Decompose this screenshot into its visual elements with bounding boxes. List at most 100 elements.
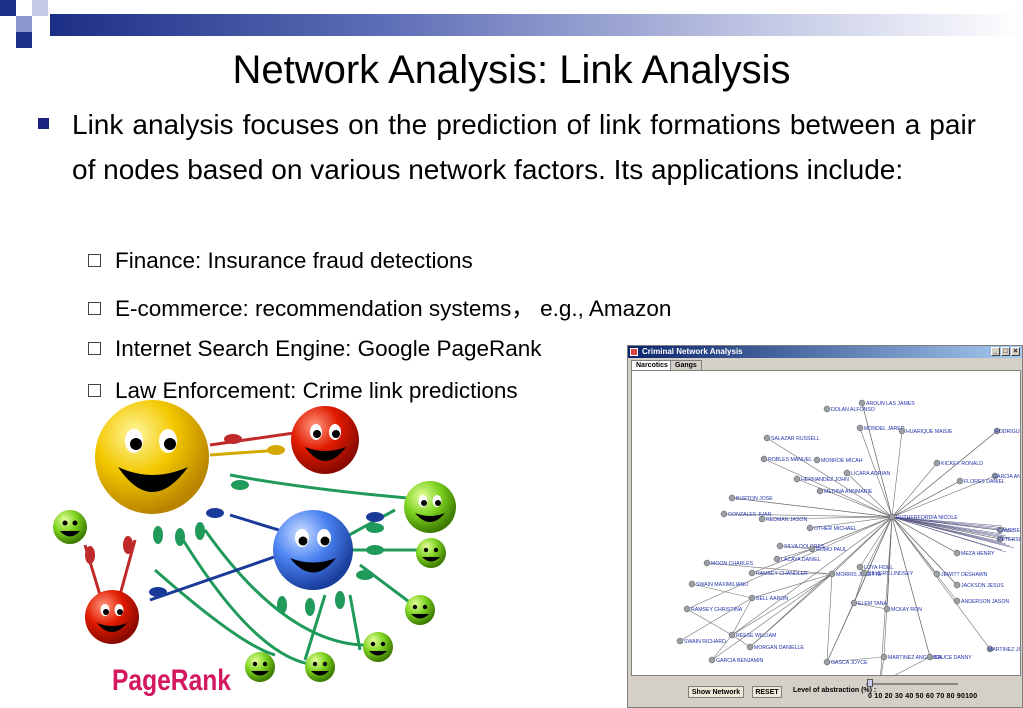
network-node-dot[interactable] <box>956 477 964 485</box>
network-node-dot[interactable] <box>676 637 684 645</box>
network-node-dot[interactable] <box>808 545 816 553</box>
network-node[interactable]: GONZALES JUAN <box>720 510 771 518</box>
network-node[interactable]: PETERSON JASON <box>996 535 1023 543</box>
network-node[interactable]: JEWITT DESHAWN <box>933 570 988 578</box>
network-node-dot[interactable] <box>953 549 961 557</box>
network-node-dot[interactable] <box>888 513 896 521</box>
network-node[interactable]: SWAIN MAXIMILIANO <box>688 580 748 588</box>
network-node-dot[interactable] <box>763 434 771 442</box>
network-node-dot[interactable] <box>683 605 691 613</box>
network-node-dot[interactable] <box>793 475 801 483</box>
network-node[interactable]: MARTINEZ JODI <box>986 645 1023 653</box>
network-node[interactable]: REESE WILLIAM <box>728 631 776 639</box>
network-node-dot[interactable] <box>991 472 999 480</box>
network-node-dot[interactable] <box>953 597 961 605</box>
network-node-dot[interactable] <box>953 581 961 589</box>
network-node[interactable]: MEZA HENRY <box>953 549 995 557</box>
network-node[interactable]: SILVERS LINDSEY <box>860 569 914 577</box>
network-node-dot[interactable] <box>823 658 831 666</box>
network-node-dot[interactable] <box>823 405 831 413</box>
network-node-dot[interactable] <box>816 487 824 495</box>
network-node[interactable]: SALAZAR RUSSELL <box>763 434 820 442</box>
network-node-dot[interactable] <box>758 515 766 523</box>
network-node[interactable]: BURTON JOSE <box>728 494 773 502</box>
network-node-dot[interactable] <box>986 645 994 653</box>
network-node[interactable]: GARCIA ANTON <box>991 472 1023 480</box>
network-node[interactable]: MORRIS JANETTE <box>828 570 882 578</box>
network-node-dot[interactable] <box>720 510 728 518</box>
network-node-dot[interactable] <box>850 599 858 607</box>
network-node-dot[interactable] <box>703 559 711 567</box>
network-node-dot[interactable] <box>776 542 784 550</box>
network-node[interactable]: GARCIA BENJAMIN <box>708 656 764 664</box>
network-node[interactable]: RAMSEY CHRISTINA <box>683 605 743 613</box>
network-node-dot[interactable] <box>746 643 754 651</box>
network-node-dot[interactable] <box>883 605 891 613</box>
network-node-dot[interactable] <box>708 656 716 664</box>
network-node[interactable]: MCKAY RON <box>883 605 922 613</box>
network-node[interactable]: DOLAN ALFONSO <box>823 405 875 413</box>
network-node[interactable]: SILVA DOLORES <box>776 542 825 550</box>
network-node[interactable]: LICARA ADRIAN <box>843 469 890 477</box>
minimize-icon[interactable]: _ <box>991 347 1000 356</box>
network-node[interactable]: ANDERSON JASON <box>953 597 1009 605</box>
network-node[interactable]: MONROE MICAH <box>813 456 863 464</box>
network-node[interactable]: KICKEY RONALD <box>933 459 983 467</box>
network-node[interactable]: MOON CHARLES <box>703 559 754 567</box>
network-node-dot[interactable] <box>773 555 781 563</box>
network-node-dot[interactable] <box>898 427 906 435</box>
network-node-dot[interactable] <box>828 570 836 578</box>
network-node[interactable]: MORGAN DANIELLE <box>746 643 804 651</box>
network-node-dot[interactable] <box>996 535 1004 543</box>
network-node[interactable]: RODRIGUEZ GILE <box>993 427 1023 435</box>
network-node-dot[interactable] <box>858 399 866 407</box>
abstraction-slider-thumb[interactable] <box>867 679 873 687</box>
network-node-dot[interactable] <box>806 524 814 532</box>
network-node-dot[interactable] <box>996 526 1004 534</box>
network-node[interactable]: LACAYA DANIEL <box>773 555 821 563</box>
network-node[interactable]: FLORES DANIEL <box>956 477 1005 485</box>
network-node[interactable]: SWAIN RICHARD <box>676 637 726 645</box>
network-node-dot[interactable] <box>993 427 1001 435</box>
network-node[interactable]: CAMPBELL DAVID <box>996 526 1023 534</box>
network-node-dot[interactable] <box>856 424 864 432</box>
reset-button[interactable]: RESET <box>752 686 782 698</box>
close-icon[interactable]: × <box>1011 347 1020 356</box>
network-node[interactable]: MEDINA ANNMARIE <box>816 487 873 495</box>
network-node[interactable]: ELEM TANA <box>850 599 887 607</box>
network-node-dot[interactable] <box>748 569 756 577</box>
network-node[interactable]: HERNANDEZ JOHN <box>793 475 849 483</box>
network-node[interactable]: HUARIQUE MAISIE <box>898 427 953 435</box>
network-node-dot[interactable] <box>933 459 941 467</box>
network-node[interactable]: MONDEL JARED <box>856 424 905 432</box>
network-node[interactable]: GASCA JOYCE <box>823 658 868 666</box>
network-node-dot[interactable] <box>933 570 941 578</box>
network-node[interactable]: JACKSON JESUS <box>953 581 1004 589</box>
network-node-dot[interactable] <box>728 631 736 639</box>
network-node[interactable]: BELL AARON <box>748 594 788 602</box>
network-node[interactable]: ROBLES MANUEL <box>760 455 812 463</box>
network-node-dot[interactable] <box>856 563 864 571</box>
network-node-dot[interactable] <box>860 569 868 577</box>
network-node[interactable]: RAMSEY CHANDLER <box>748 569 808 577</box>
network-node[interactable]: BRUCE DANNY <box>926 653 972 661</box>
maximize-icon[interactable]: □ <box>1001 347 1010 356</box>
network-node-dot[interactable] <box>748 594 756 602</box>
network-node[interactable]: OTHER MICHAEL <box>806 524 857 532</box>
network-node[interactable]: MARTINEZ ANGELICA <box>880 653 942 661</box>
abstraction-slider-track[interactable] <box>866 683 958 685</box>
network-node-dot[interactable] <box>728 494 736 502</box>
network-node[interactable]: ROMO PAUL <box>808 545 847 553</box>
network-node[interactable]: LOYA FIDEL <box>856 563 893 571</box>
network-node[interactable]: RUTHERFORDIA NICOLE <box>888 513 958 521</box>
show-network-button[interactable]: Show Network <box>688 686 744 698</box>
network-node-dot[interactable] <box>760 455 768 463</box>
network-node[interactable]: REDMAN JASON <box>758 515 807 523</box>
network-node-dot[interactable] <box>813 456 821 464</box>
network-node-dot[interactable] <box>880 653 888 661</box>
network-node-dot[interactable] <box>688 580 696 588</box>
network-node-dot[interactable] <box>843 469 851 477</box>
network-node[interactable]: AROUN LAS JAMES <box>858 399 915 407</box>
